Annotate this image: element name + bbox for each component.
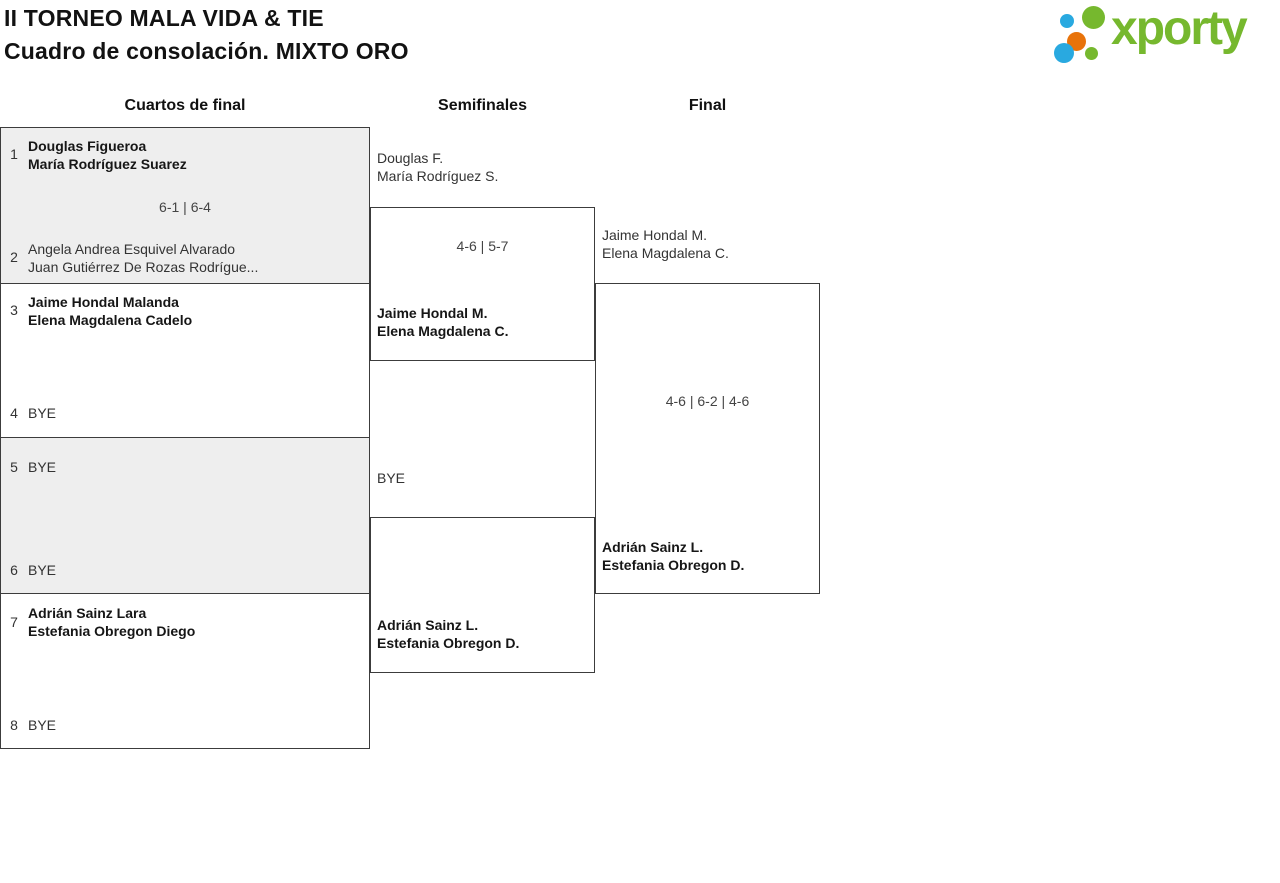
team-name: Estefania Obregon Diego	[28, 623, 196, 639]
team-name: Adrián Sainz L.	[602, 539, 704, 555]
team-name: Estefania Obregon D.	[377, 635, 520, 651]
team-name: Adrián Sainz Lara	[28, 605, 147, 621]
qf-match-3-block	[1, 437, 369, 593]
final-box	[595, 283, 820, 594]
team-name: María Rodríguez S.	[377, 168, 499, 184]
team-name: Jaime Hondal Malanda	[28, 294, 179, 310]
bye-label: BYE	[377, 470, 406, 486]
bye-label: BYE	[28, 405, 57, 421]
logo-dot-green-small-icon	[1085, 47, 1098, 60]
seed-number: 8	[10, 717, 18, 733]
team-name: Angela Andrea Esquivel Alvarado	[28, 241, 236, 257]
qf-match-2-block	[1, 283, 369, 437]
team-name: Elena Magdalena C.	[377, 323, 509, 339]
bye-label: BYE	[28, 459, 57, 475]
qf-match-4-block	[1, 593, 369, 748]
team-name: Douglas Figueroa	[28, 138, 147, 154]
match-score: 6-1 | 6-4	[159, 199, 211, 215]
logo-wordmark: xporty	[1111, 2, 1248, 55]
seed-number: 5	[10, 459, 18, 475]
seed-number: 3	[10, 302, 18, 318]
round-header-semifinales: Semifinales	[438, 97, 527, 114]
match-score: 4-6 | 6-2 | 4-6	[665, 393, 750, 409]
team-name: Douglas F.	[377, 150, 444, 166]
page-title: II TORNEO MALA VIDA & TIE	[4, 5, 324, 31]
semifinal-2-box	[370, 517, 595, 673]
semifinal-1-box	[370, 207, 595, 361]
quarterfinals-column	[0, 127, 370, 749]
seed-number: 4	[10, 405, 18, 421]
round-header-cuartos: Cuartos de final	[124, 97, 246, 114]
team-name: María Rodríguez Suarez	[28, 156, 187, 172]
xporty-logo[interactable]: xporty	[1048, 4, 1276, 70]
match-score: 4-6 | 5-7	[456, 238, 509, 254]
bye-label: BYE	[28, 562, 57, 578]
bye-label: BYE	[28, 717, 57, 733]
team-name: Estefania Obregon D.	[602, 557, 745, 573]
team-name: Jaime Hondal M.	[602, 227, 708, 243]
qf-match-1-block	[1, 128, 369, 283]
round-header-final: Final	[688, 97, 727, 114]
team-name: Elena Magdalena Cadelo	[28, 312, 193, 328]
logo-dot-green-large-icon	[1082, 6, 1105, 29]
team-name: Juan Gutiérrez De Rozas Rodrígue...	[28, 259, 259, 275]
seed-number: 6	[10, 562, 18, 578]
seed-number: 7	[10, 614, 18, 630]
page-subtitle: Cuadro de consolación. MIXTO ORO	[4, 38, 409, 64]
logo-dot-blue-small-icon	[1060, 14, 1074, 28]
seed-number: 1	[10, 146, 18, 162]
team-name: Jaime Hondal M.	[377, 305, 488, 321]
team-name: Elena Magdalena C.	[602, 245, 729, 261]
seed-number: 2	[10, 249, 18, 265]
team-name: Adrián Sainz L.	[377, 617, 479, 633]
logo-dot-blue-large-icon	[1054, 43, 1074, 63]
